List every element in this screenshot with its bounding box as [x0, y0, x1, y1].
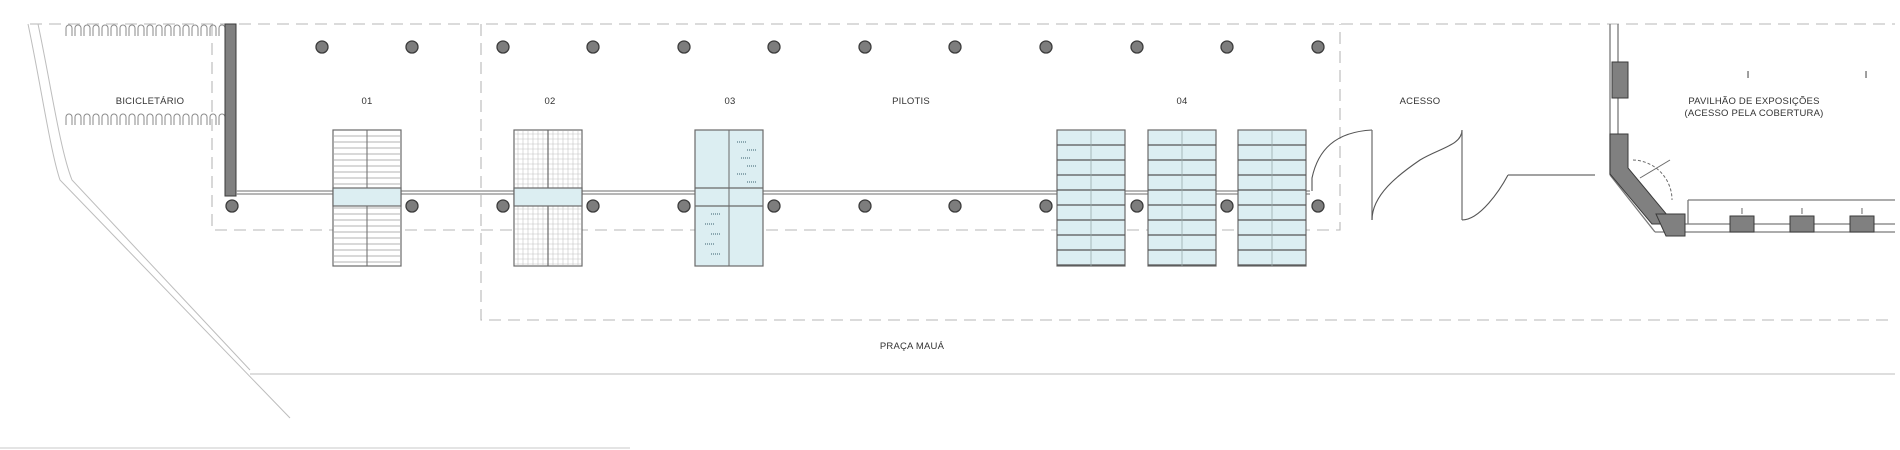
column [948, 199, 962, 213]
column [586, 199, 600, 213]
column [225, 199, 239, 213]
bicicletario-wall [224, 23, 237, 197]
svg-text:I: I [1861, 207, 1863, 216]
bike-rack-loops [65, 113, 226, 125]
column [1130, 40, 1144, 54]
svg-text:I: I [1747, 70, 1750, 81]
module-03 [694, 129, 764, 267]
column [1220, 199, 1234, 213]
column [1311, 40, 1325, 54]
label-pavilhao-line2: (ACESSO PELA COBERTURA) [1684, 108, 1823, 119]
label-zone-03: 03 [725, 96, 736, 107]
acesso-doors [1311, 129, 1595, 221]
curb-lines [0, 23, 1895, 449]
column [586, 40, 600, 54]
column [315, 40, 329, 54]
bike-rack-bottom [65, 113, 226, 125]
svg-text:I: I [1741, 207, 1743, 216]
column [677, 40, 691, 54]
column [677, 199, 691, 213]
column [1130, 199, 1144, 213]
svg-text:I: I [1865, 70, 1868, 81]
column [1220, 40, 1234, 54]
column [405, 40, 419, 54]
module-02 [513, 129, 583, 267]
label-praca: PRAÇA MAUÁ [880, 341, 945, 352]
columns-bottom-row [225, 199, 1325, 213]
label-zone-02: 02 [545, 96, 556, 107]
bike-rack-loops [65, 24, 226, 36]
columns-top-row [315, 40, 1325, 54]
column [1039, 40, 1053, 54]
dashed-outlines [30, 23, 1895, 321]
pavilhao-walls: I I I I I [1609, 24, 1895, 237]
column [405, 199, 419, 213]
column [858, 40, 872, 54]
label-zone-01: 01 [362, 96, 373, 107]
label-pavilhao-line1: PAVILHÃO DE EXPOSIÇÕES [1688, 96, 1819, 107]
column [496, 199, 510, 213]
label-zone-04: 04 [1177, 96, 1188, 107]
bike-rack-top [65, 24, 226, 36]
column [858, 199, 872, 213]
column [1311, 199, 1325, 213]
column [767, 40, 781, 54]
column [948, 40, 962, 54]
column [1039, 199, 1053, 213]
column [496, 40, 510, 54]
label-bicicletario: BICICLETÁRIO [116, 96, 184, 107]
svg-text:I: I [1801, 207, 1803, 216]
label-pilotis: PILOTIS [892, 96, 930, 107]
main-rail [236, 190, 1310, 195]
module-04 [1056, 129, 1307, 267]
column [767, 199, 781, 213]
module-01 [332, 129, 402, 267]
label-acesso: ACESSO [1400, 96, 1441, 107]
